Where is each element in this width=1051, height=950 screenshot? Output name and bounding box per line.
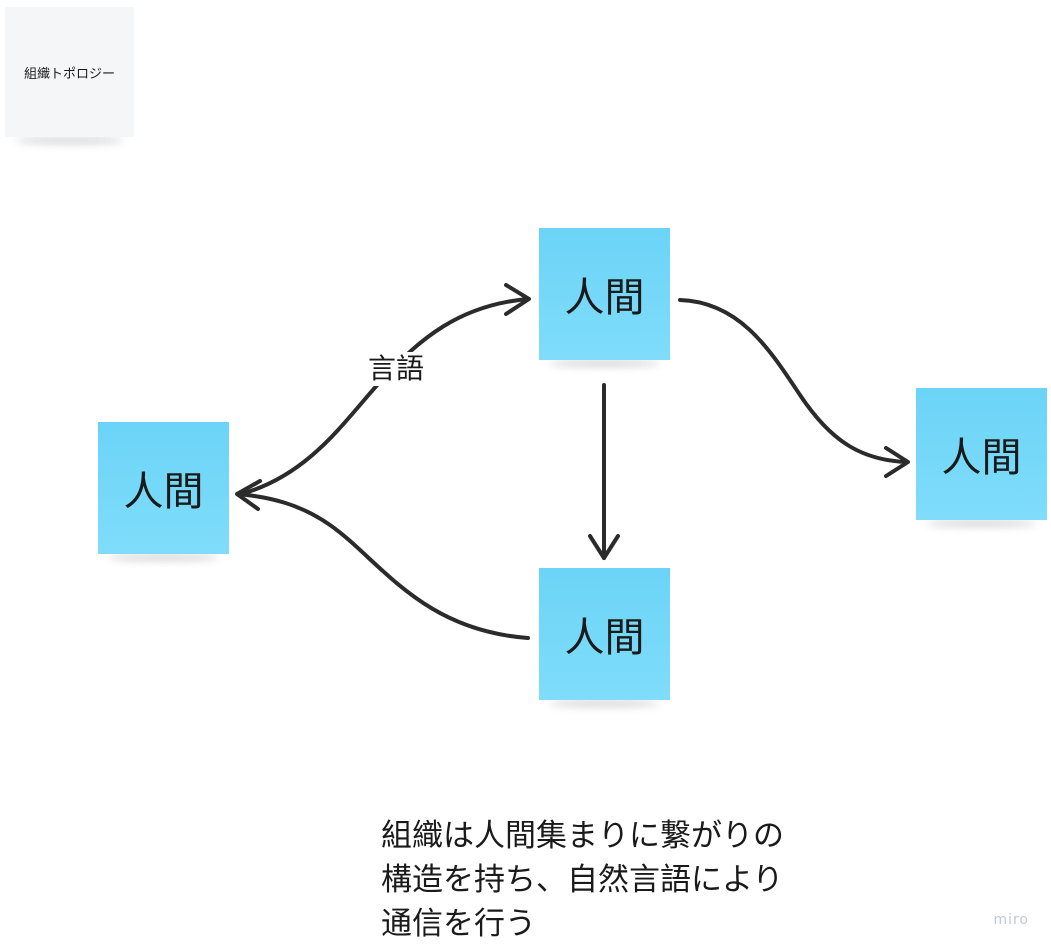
arrowhead-right-node — [884, 446, 910, 478]
edge-label-language[interactable]: 言語 — [356, 352, 436, 386]
arrowhead-bottom-node — [588, 534, 620, 560]
person-sticky-bottom[interactable]: 人間 — [539, 568, 670, 700]
person-label-left: 人間 — [123, 469, 204, 515]
person-sticky-right[interactable]: 人間 — [916, 388, 1047, 520]
connector-top-to-right[interactable] — [678, 298, 908, 464]
person-label-right: 人間 — [941, 435, 1022, 481]
caption-line: 組織は人間集まりに繋がりの — [381, 818, 784, 854]
title-sticky-text: 組織トポロジー — [23, 66, 115, 82]
person-sticky-left[interactable]: 人間 — [98, 422, 229, 554]
caption-line: 構造を持ち、自然言語により — [381, 862, 784, 898]
caption-line: 通信を行う — [381, 906, 536, 942]
arrowhead-left-node — [235, 479, 262, 511]
miro-logo-watermark: miro — [993, 912, 1029, 928]
person-label-bottom: 人間 — [564, 615, 645, 661]
person-label-top: 人間 — [564, 275, 645, 321]
connector-bottom-to-left[interactable] — [236, 492, 530, 640]
caption-text-block[interactable]: 組織は人間集まりに繋がりの 構造を持ち、自然言語により 通信を行う — [381, 814, 901, 946]
title-sticky-note[interactable]: 組織トポロジー — [5, 7, 134, 137]
arrowhead-top-node — [504, 283, 531, 316]
connector-left-to-top[interactable] — [239, 297, 530, 496]
person-sticky-top[interactable]: 人間 — [539, 228, 670, 360]
